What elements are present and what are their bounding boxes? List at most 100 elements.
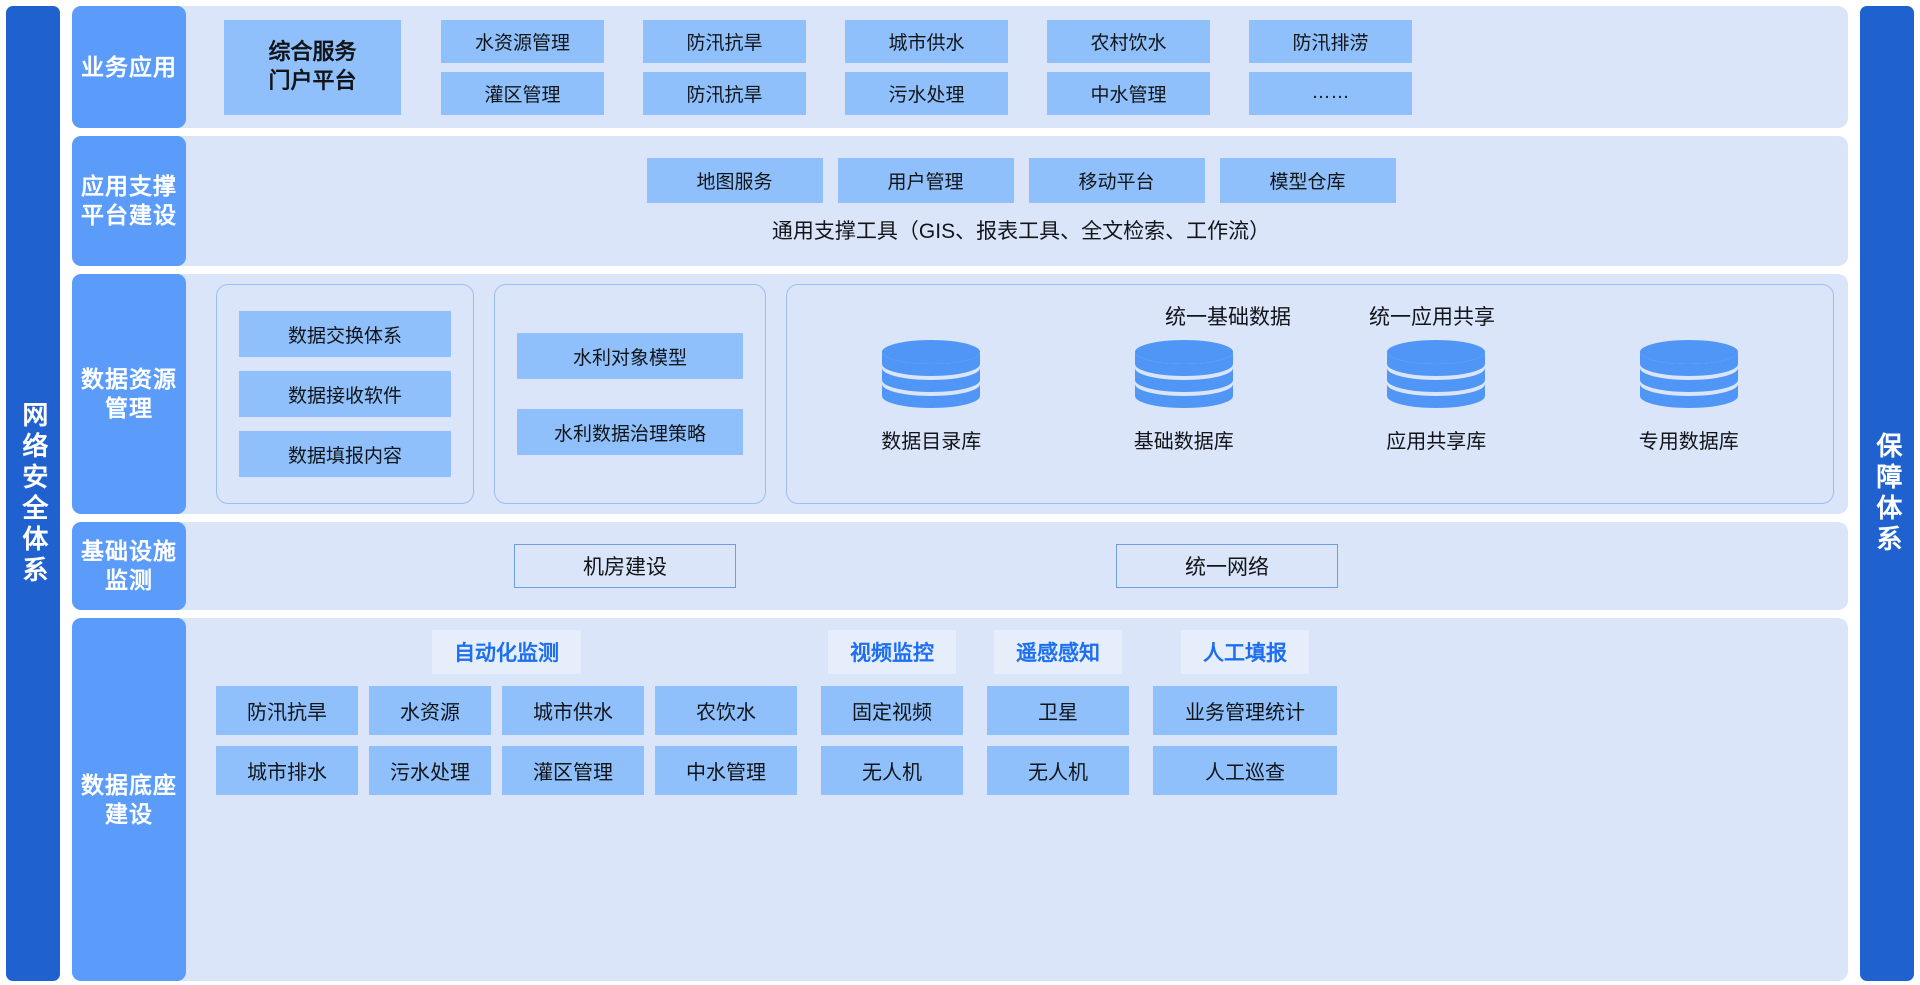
support-chip[interactable]: 用户管理 <box>837 157 1014 203</box>
foundation-chip[interactable]: 业务管理统计 <box>1153 686 1337 735</box>
left-rail-label: 网络安全体系 <box>18 400 49 587</box>
business-column: 农村饮水 中水管理 <box>1047 19 1210 115</box>
database-group-titles: 统一基础数据 统一应用共享 <box>845 301 1815 331</box>
business-app-chip[interactable]: 水资源管理 <box>441 19 604 63</box>
layer-data-foundation: 数据底座建设 自动化监测 防汛抗旱 城市排水 水资源 污水处理 <box>72 618 1848 981</box>
support-chip[interactable]: 地图服务 <box>646 157 823 203</box>
infrastructure-chip-unified-network[interactable]: 统一网络 <box>1116 544 1338 588</box>
layer-label-support: 应用支撑平台建设 <box>72 136 186 266</box>
foundation-category-title: 自动化监测 <box>432 630 581 674</box>
portal-line-2: 门户平台 <box>268 68 357 93</box>
infrastructure-body: 机房建设 统一网络 <box>194 522 1848 610</box>
database-group: 统一基础数据 统一应用共享 数据目录库 <box>786 284 1834 504</box>
business-app-chip-more[interactable]: …… <box>1249 71 1412 115</box>
foundation-chip[interactable]: 无人机 <box>987 746 1129 795</box>
foundation-chip[interactable]: 农饮水 <box>655 686 797 735</box>
business-app-chip[interactable]: 防汛排涝 <box>1249 19 1412 63</box>
foundation-chip[interactable]: 水资源 <box>369 686 491 735</box>
foundation-chip[interactable]: 无人机 <box>821 746 963 795</box>
layer-label-data-resource: 数据资源管理 <box>72 274 186 514</box>
data-resource-chip[interactable]: 水利数据治理策略 <box>517 409 743 455</box>
support-tools-note: 通用支撑工具（GIS、报表工具、全文检索、工作流） <box>771 219 1271 243</box>
database-title-basic: 统一基础数据 <box>1165 306 1291 329</box>
business-app-chip[interactable]: 防汛抗旱 <box>643 71 806 115</box>
foundation-chip-grid: 业务管理统计 人工巡查 <box>1153 686 1337 795</box>
business-app-chip[interactable]: 城市供水 <box>845 19 1008 63</box>
foundation-category-title: 视频监控 <box>828 630 956 674</box>
foundation-group-automatic: 自动化监测 防汛抗旱 城市排水 水资源 污水处理 城市供水 <box>216 630 797 795</box>
foundation-column: 业务管理统计 人工巡查 <box>1153 686 1337 795</box>
business-app-chip[interactable]: 灌区管理 <box>441 71 604 115</box>
foundation-chip[interactable]: 固定视频 <box>821 686 963 735</box>
data-resource-chip[interactable]: 水利对象模型 <box>517 333 743 379</box>
data-resource-chip[interactable]: 数据接收软件 <box>239 371 451 417</box>
database-list: 数据目录库 基础数据库 <box>805 339 1815 454</box>
database-label: 数据目录库 <box>881 431 982 453</box>
foundation-chip[interactable]: 中水管理 <box>655 746 797 795</box>
business-body: 综合服务 门户平台 水资源管理 灌区管理 防汛抗旱 防汛抗旱 城市供水 污水处理 <box>194 6 1848 128</box>
database-title-shared: 统一应用共享 <box>1369 306 1495 329</box>
foundation-column: 城市供水 灌区管理 <box>502 686 644 795</box>
layer-label-infrastructure: 基础设施监测 <box>72 522 186 610</box>
right-rail-label: 保障体系 <box>1872 431 1903 556</box>
business-app-chip[interactable]: 污水处理 <box>845 71 1008 115</box>
portal-platform-chip[interactable]: 综合服务 门户平台 <box>224 19 401 115</box>
foundation-chip[interactable]: 灌区管理 <box>502 746 644 795</box>
database-cylinder-icon <box>1639 340 1738 408</box>
foundation-chip[interactable]: 防汛抗旱 <box>216 686 358 735</box>
database-item[interactable]: 基础数据库 <box>1094 339 1274 454</box>
database-item[interactable]: 专用数据库 <box>1599 339 1779 454</box>
layer-application-support: 应用支撑平台建设 地图服务 用户管理 移动平台 模型仓库 通用支撑工具（GIS、… <box>72 136 1848 266</box>
layer-stack: 业务应用 综合服务 门户平台 水资源管理 灌区管理 防汛抗旱 防汛抗旱 <box>72 4 1848 985</box>
foundation-chip[interactable]: 卫星 <box>987 686 1129 735</box>
database-label: 应用共享库 <box>1386 431 1487 453</box>
support-chip[interactable]: 移动平台 <box>1028 157 1205 203</box>
foundation-category-title: 人工填报 <box>1181 630 1309 674</box>
right-rail-guarantee-system: 保障体系 <box>1860 6 1914 981</box>
foundation-body: 自动化监测 防汛抗旱 城市排水 水资源 污水处理 城市供水 <box>194 618 1848 981</box>
database-label: 基础数据库 <box>1133 431 1234 453</box>
layer-label-foundation: 数据底座建设 <box>72 618 186 981</box>
foundation-chip[interactable]: 城市排水 <box>216 746 358 795</box>
data-resource-chip[interactable]: 数据交换体系 <box>239 311 451 357</box>
data-resource-body: 数据交换体系 数据接收软件 数据填报内容 水利对象模型 水利数据治理策略 统一基… <box>194 274 1848 514</box>
foundation-column: 固定视频 无人机 <box>821 686 963 795</box>
foundation-chip-grid: 卫星 无人机 <box>987 686 1129 795</box>
foundation-column: 防汛抗旱 城市排水 <box>216 686 358 795</box>
database-label: 专用数据库 <box>1638 431 1739 453</box>
database-cylinder-icon <box>1134 340 1233 408</box>
business-column: 防汛排涝 …… <box>1249 19 1412 115</box>
layer-label-business: 业务应用 <box>72 6 186 128</box>
left-rail-network-security: 网络安全体系 <box>6 6 60 981</box>
business-column: 城市供水 污水处理 <box>845 19 1008 115</box>
foundation-chip[interactable]: 人工巡查 <box>1153 746 1337 795</box>
foundation-category-title: 遥感感知 <box>994 630 1122 674</box>
support-chip-list: 地图服务 用户管理 移动平台 模型仓库 <box>204 157 1838 203</box>
foundation-chip-grid: 固定视频 无人机 <box>821 686 963 795</box>
foundation-group-manual-entry: 人工填报 业务管理统计 人工巡查 <box>1153 630 1337 795</box>
database-item[interactable]: 数据目录库 <box>841 339 1021 454</box>
foundation-group-video: 视频监控 固定视频 无人机 <box>821 630 963 795</box>
layer-data-resource: 数据资源管理 数据交换体系 数据接收软件 数据填报内容 水利对象模型 水利数据治… <box>72 274 1848 514</box>
business-column: 水资源管理 灌区管理 <box>441 19 604 115</box>
layer-business-application: 业务应用 综合服务 门户平台 水资源管理 灌区管理 防汛抗旱 防汛抗旱 <box>72 6 1848 128</box>
database-item[interactable]: 应用共享库 <box>1346 339 1526 454</box>
data-exchange-group: 数据交换体系 数据接收软件 数据填报内容 <box>216 284 474 504</box>
business-app-chip[interactable]: 农村饮水 <box>1047 19 1210 63</box>
portal-line-1: 综合服务 <box>268 39 357 65</box>
business-app-chip[interactable]: 防汛抗旱 <box>643 19 806 63</box>
foundation-column: 农饮水 中水管理 <box>655 686 797 795</box>
foundation-chip[interactable]: 城市供水 <box>502 686 644 735</box>
infrastructure-chip-server-room[interactable]: 机房建设 <box>514 544 736 588</box>
foundation-group-remote-sensing: 遥感感知 卫星 无人机 <box>987 630 1129 795</box>
support-body: 地图服务 用户管理 移动平台 模型仓库 通用支撑工具（GIS、报表工具、全文检索… <box>194 136 1848 266</box>
foundation-chip[interactable]: 污水处理 <box>369 746 491 795</box>
business-app-columns: 水资源管理 灌区管理 防汛抗旱 防汛抗旱 城市供水 污水处理 农村饮水 中水管理 <box>441 19 1832 115</box>
layer-infrastructure: 基础设施监测 机房建设 统一网络 <box>72 522 1848 610</box>
data-resource-chip[interactable]: 数据填报内容 <box>239 431 451 477</box>
foundation-groups: 自动化监测 防汛抗旱 城市排水 水资源 污水处理 城市供水 <box>216 630 1832 967</box>
support-chip[interactable]: 模型仓库 <box>1219 157 1396 203</box>
foundation-column: 水资源 污水处理 <box>369 686 491 795</box>
business-app-chip[interactable]: 中水管理 <box>1047 71 1210 115</box>
